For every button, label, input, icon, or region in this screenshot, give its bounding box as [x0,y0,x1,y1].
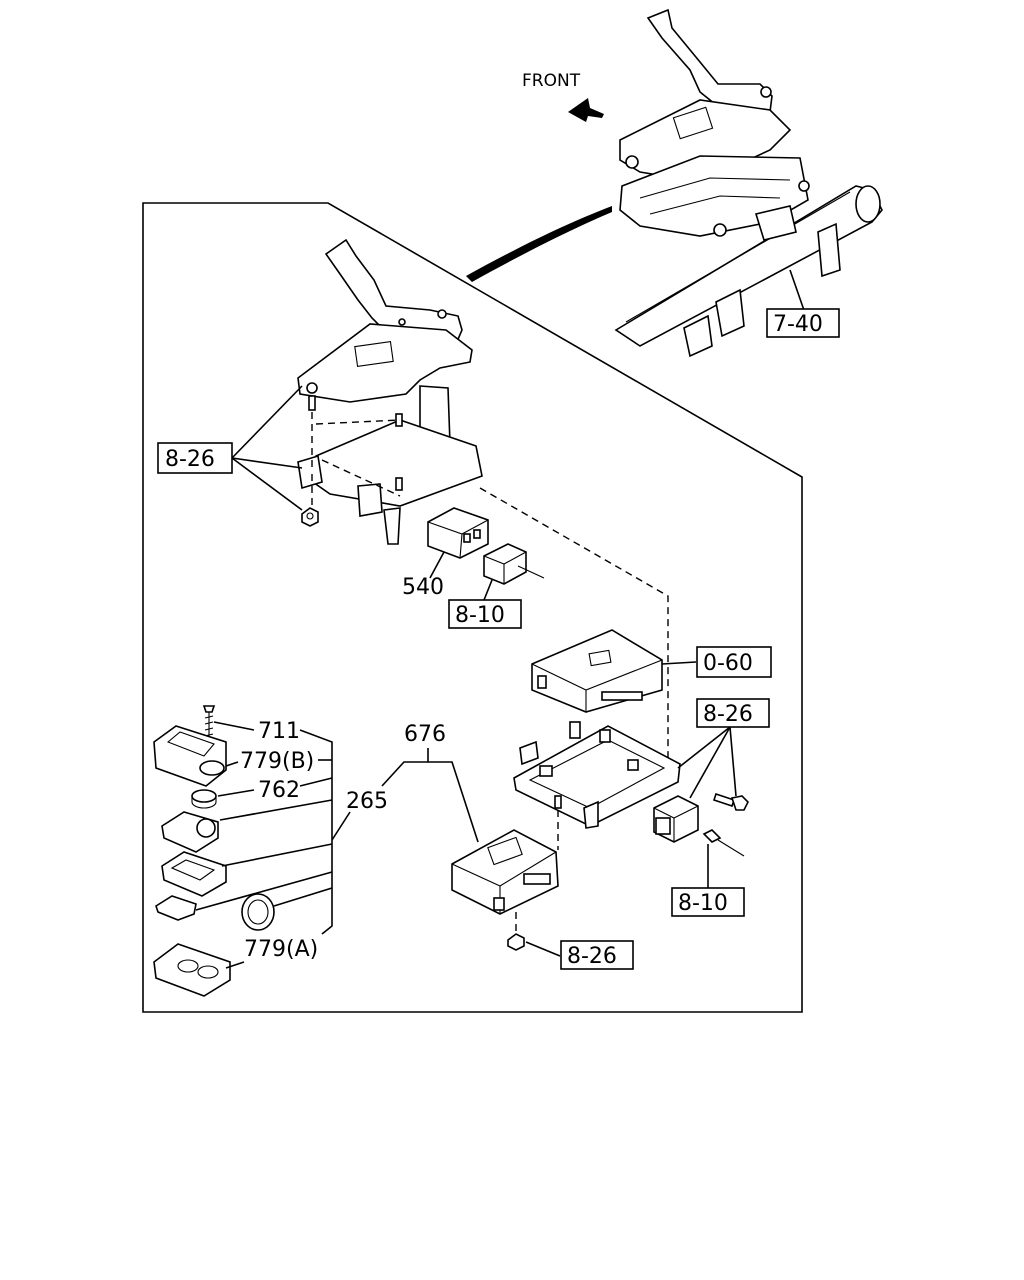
right-bolt [712,792,749,811]
callout-8-26-left: 8-26 [157,385,303,511]
callout-8-26-right-label: 8-26 [703,702,753,727]
left-fasteners [301,395,319,527]
callout-8-26-left-label: 8-26 [165,447,215,472]
relay-540: 540 [402,507,489,600]
key-fob-parts [153,705,275,997]
exploded-view-frame [142,202,803,1013]
callout-8-26-bottom: 8-26 [560,940,634,970]
unit-676: 676 [381,722,562,957]
callout-8-26-right: 8-26 [677,698,770,799]
upper-bracket [297,238,473,403]
part-762-label: 762 [258,778,300,803]
right-sensor: 8-10 [653,795,745,917]
installed-assembly-view [614,8,883,358]
callout-0-60-label: 0-60 [703,651,753,676]
callout-8-10-lower-label: 8-10 [678,891,728,916]
part-265-label: 265 [346,789,388,814]
part-779a-label: 779(A) [244,937,318,962]
front-arrow-icon [568,98,604,122]
front-indicator: FRONT [522,71,604,122]
guide-line [479,487,669,780]
part-711-label: 711 [258,719,300,744]
callout-7-40-label: 7-40 [773,312,823,337]
control-module: 0-60 [531,629,772,713]
key-fob-callouts: 711 779(B) 762 265 779(A) [195,719,388,969]
transfer-arrow [466,206,612,282]
callout-8-10-upper-label: 8-10 [455,603,505,628]
callout-8-26-bottom-label: 8-26 [567,944,617,969]
front-label: FRONT [522,71,581,91]
lower-bracket [297,385,483,545]
connector-upper: 8-10 [448,543,545,629]
part-779b-label: 779(B) [240,749,314,774]
part-540-label: 540 [402,575,444,600]
part-676-label: 676 [404,722,446,747]
callout-7-40: 7-40 [766,308,840,338]
